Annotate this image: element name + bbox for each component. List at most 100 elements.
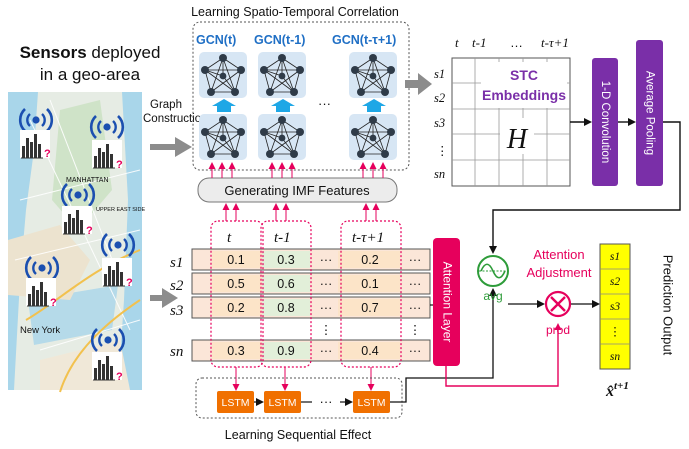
pool-to-avg-connector — [489, 121, 681, 254]
svg-text:···: ··· — [409, 277, 422, 291]
stc-time-labels: t t-1 … t-τ+1 — [455, 35, 569, 50]
svg-text:···: ··· — [320, 277, 333, 291]
svg-text:t: t — [227, 230, 232, 246]
lstm-to-avg-connector — [390, 288, 497, 403]
svg-text:?: ? — [116, 371, 123, 383]
svg-text:s2: s2 — [434, 91, 445, 105]
svg-text:s2: s2 — [610, 276, 620, 288]
lstm-block-title: Learning Sequential Effect — [225, 428, 372, 442]
pool-block-label: Average Pooling — [643, 71, 655, 155]
map-label-manhattan: MANHATTAN — [66, 177, 109, 184]
graph-construction-arrow — [150, 137, 192, 157]
svg-text:s1: s1 — [170, 255, 183, 271]
output-symbol: x̂t+1 — [605, 380, 629, 400]
svg-text:⋮: ⋮ — [409, 323, 422, 337]
lstm-ellipsis: ··· — [320, 394, 333, 409]
graph-construction-label-1: Graph — [150, 99, 182, 111]
svg-text:0.9: 0.9 — [277, 344, 294, 358]
attention-layer-label: Attention Layer — [440, 262, 454, 343]
gcn-to-stc-arrow — [405, 73, 432, 95]
lstm-cells — [217, 391, 390, 413]
imf-box — [197, 177, 398, 203]
svg-text:LSTM: LSTM — [357, 397, 385, 409]
svg-text:···: ··· — [409, 301, 422, 315]
svg-text:0.6: 0.6 — [277, 277, 294, 291]
svg-text:⋮: ⋮ — [320, 323, 333, 337]
svg-text:?: ? — [44, 148, 51, 160]
stc-title-line2: Embeddings — [482, 87, 566, 103]
svg-text:0.3: 0.3 — [277, 253, 294, 267]
input-values: 0.1 0.3 ··· 0.2 ··· 0.5 0.6 ··· 0.1 ··· 0.2 0.8 ··… — [227, 253, 421, 358]
svg-text:0.4: 0.4 — [361, 344, 378, 358]
gcn-label-t-1: GCN(t-1) — [254, 33, 305, 47]
svg-text:?: ? — [126, 277, 133, 289]
svg-text:?: ? — [50, 297, 57, 309]
svg-text:0.5: 0.5 — [227, 277, 244, 291]
map-label-upper-east-side: UPPER EAST SIDE — [96, 207, 145, 213]
svg-text:0.2: 0.2 — [361, 253, 378, 267]
svg-text:t-τ+1: t-τ+1 — [541, 35, 569, 50]
svg-text:···: ··· — [409, 253, 422, 267]
stc-block-title: Learning Spatio-Temporal Correlation — [191, 5, 399, 19]
svg-text:sn: sn — [434, 167, 445, 181]
svg-text:s3: s3 — [610, 301, 620, 313]
prediction-output-label: Prediction Output — [661, 255, 676, 356]
gcn-ellipsis: ··· — [318, 96, 331, 111]
svg-text:⋮: ⋮ — [609, 326, 621, 338]
gcn-up-arrows — [212, 99, 386, 112]
svg-text:···: ··· — [320, 301, 333, 315]
input-row-strips — [191, 248, 431, 362]
avg-label: avg — [483, 289, 502, 303]
svg-text:···: ··· — [320, 344, 333, 358]
attention-to-prod-connector — [445, 323, 562, 387]
svg-text:s2: s2 — [170, 278, 184, 294]
svg-text:t: t — [455, 35, 459, 50]
svg-text:?: ? — [86, 225, 93, 237]
output-row-labels: s1 s2 s3 ⋮ sn — [609, 251, 621, 363]
svg-text:···: ··· — [320, 253, 333, 267]
svg-text:t-τ+1: t-τ+1 — [352, 230, 384, 246]
multiply-icon — [550, 296, 566, 312]
gcn-block-frame — [192, 21, 410, 171]
gcn-label-t: GCN(t) — [196, 33, 236, 47]
output-vector — [599, 243, 631, 370]
sensors-title-line1: Sensors deployed — [20, 43, 161, 62]
svg-text:···: ··· — [409, 344, 422, 358]
svg-text:sn: sn — [610, 351, 620, 363]
attention-adjustment-line2: Adjustment — [526, 265, 591, 280]
map-label-new-york: New York — [20, 325, 60, 336]
svg-text:t-1: t-1 — [274, 230, 291, 246]
imf-box-label: Generating IMF Features — [224, 183, 370, 198]
svg-text:LSTM: LSTM — [221, 397, 249, 409]
conv-block-label: 1-D Convolution — [599, 81, 611, 163]
attention-layer-block — [433, 238, 460, 366]
stc-symbol-bg — [500, 118, 534, 154]
svg-text:s1: s1 — [434, 67, 445, 81]
conv-block — [592, 58, 618, 186]
lstm-labels: LSTM LSTM LSTM — [221, 397, 385, 409]
stc-title-bg — [481, 62, 567, 108]
attention-adjustment-line1: Attention — [533, 247, 584, 262]
lstm-block-frame — [195, 377, 403, 419]
svg-text:0.7: 0.7 — [361, 301, 378, 315]
svg-text:s3: s3 — [170, 303, 183, 319]
imf-to-gcn-arrows — [208, 162, 387, 178]
input-col-headers: t t-1 t-τ+1 — [227, 230, 384, 246]
svg-text:0.1: 0.1 — [227, 253, 244, 267]
svg-text:…: … — [510, 35, 523, 50]
svg-text:sn: sn — [170, 344, 183, 360]
svg-text:LSTM: LSTM — [268, 397, 296, 409]
input-row-labels: s1 s2 s3 sn — [170, 255, 184, 360]
svg-text:0.8: 0.8 — [277, 301, 294, 315]
svg-text:0.3: 0.3 — [227, 344, 244, 358]
svg-text:?: ? — [116, 159, 123, 171]
svg-text:s1: s1 — [610, 251, 620, 263]
map-to-input-arrow — [150, 288, 178, 308]
stc-row-labels: s1 s2 s3 ⋮ sn — [434, 67, 449, 181]
svg-text:0.1: 0.1 — [361, 277, 378, 291]
input-to-imf-arrows — [222, 203, 380, 221]
sensors-title-line2: in a geo-area — [40, 65, 141, 84]
stc-title-line1: STC — [510, 67, 538, 83]
svg-text:0.2: 0.2 — [227, 301, 244, 315]
